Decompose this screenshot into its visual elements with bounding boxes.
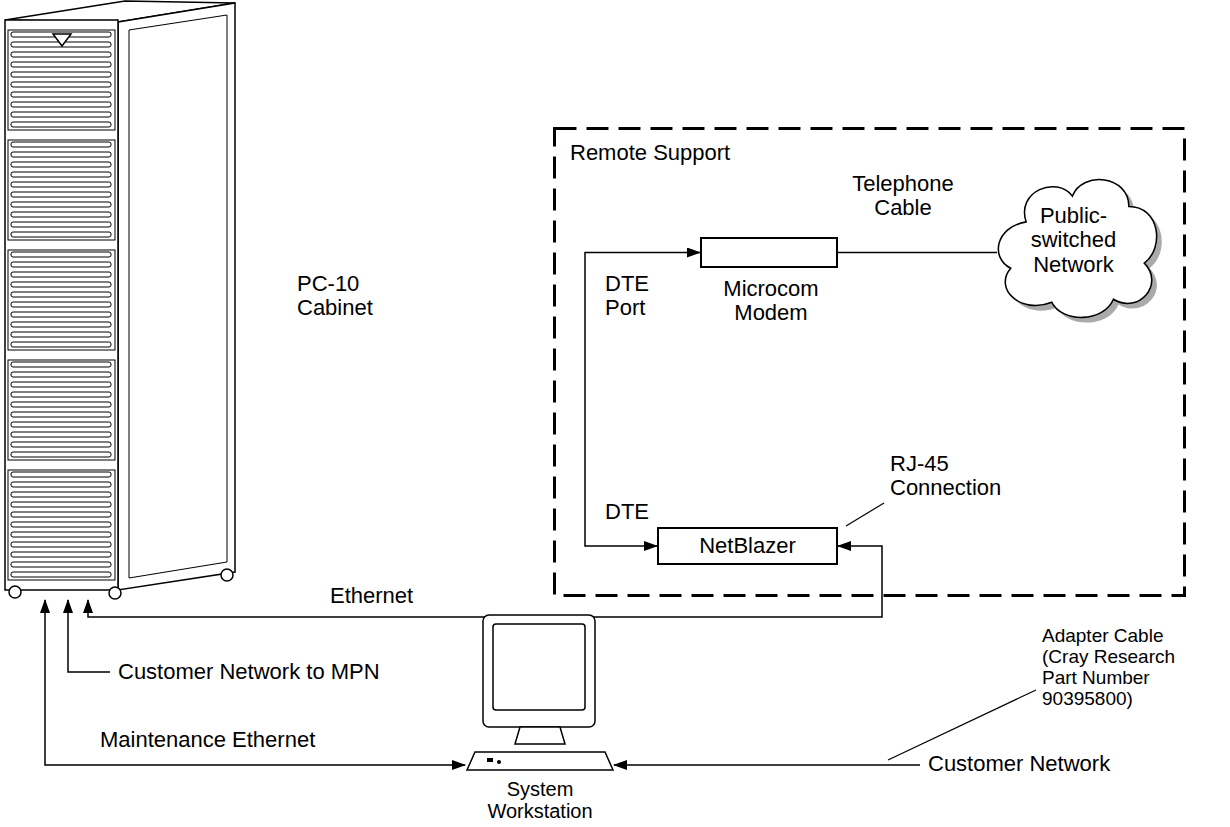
leader-line	[888, 690, 1036, 760]
connector	[585, 253, 700, 547]
vent	[8, 470, 115, 580]
key	[487, 758, 493, 762]
text-holder: NetBlazer	[659, 529, 836, 563]
device-box: Microcom Modem	[700, 237, 838, 268]
callout-label: Customer Network to MPN	[118, 660, 418, 684]
vent	[8, 140, 115, 240]
monitor-stand	[515, 727, 565, 744]
wheel	[9, 586, 21, 598]
logo	[53, 34, 71, 46]
cabinet-side	[118, 3, 235, 590]
connector-label: Ethernet	[330, 584, 480, 608]
illustration-node: PC-10 Cabinet	[5, 0, 237, 600]
callout-label: RJ-45 Connection	[890, 452, 1020, 500]
workstation-illustration	[465, 612, 615, 772]
screen	[493, 624, 585, 710]
callout-label: DTE	[605, 500, 665, 524]
network-line	[614, 764, 920, 766]
callout-label: Adapter Cable (Cray Research Part Number…	[1042, 626, 1192, 710]
connector-label: Maintenance Ethernet	[100, 728, 360, 752]
vent	[8, 360, 115, 460]
connector	[838, 252, 997, 254]
wheel	[221, 569, 233, 581]
keyboard	[467, 752, 613, 770]
node-label: PC-10 Cabinet	[297, 272, 409, 320]
callout-label: DTE Port	[605, 272, 665, 320]
node-label: System Workstation	[465, 778, 615, 822]
network-line	[68, 600, 110, 672]
cloud-outline	[998, 180, 1156, 318]
dashed-border	[555, 129, 1185, 596]
node-label: Remote Support	[570, 141, 790, 165]
vent	[8, 30, 115, 130]
wheel	[109, 587, 121, 599]
monitor	[483, 615, 595, 727]
vent	[8, 250, 115, 350]
callout-label: Customer Network	[928, 752, 1128, 776]
illustration-node: Public- switched Network	[985, 160, 1170, 325]
key	[497, 760, 501, 764]
connector-label: Telephone Cable	[848, 172, 958, 220]
node-label: Public- switched Network	[1024, 204, 1124, 277]
node-label: Microcom Modem	[721, 277, 821, 325]
cabinet-illustration	[5, 0, 237, 600]
node-label: NetBlazer	[699, 534, 796, 558]
cabinet-front	[5, 20, 118, 590]
connector	[45, 600, 465, 765]
illustration-node: System Workstation	[465, 612, 615, 772]
text-holder: Public- switched Network	[985, 160, 1170, 325]
device-box: NetBlazer	[657, 527, 838, 565]
leader-line	[846, 503, 884, 526]
side-panel	[129, 15, 227, 578]
